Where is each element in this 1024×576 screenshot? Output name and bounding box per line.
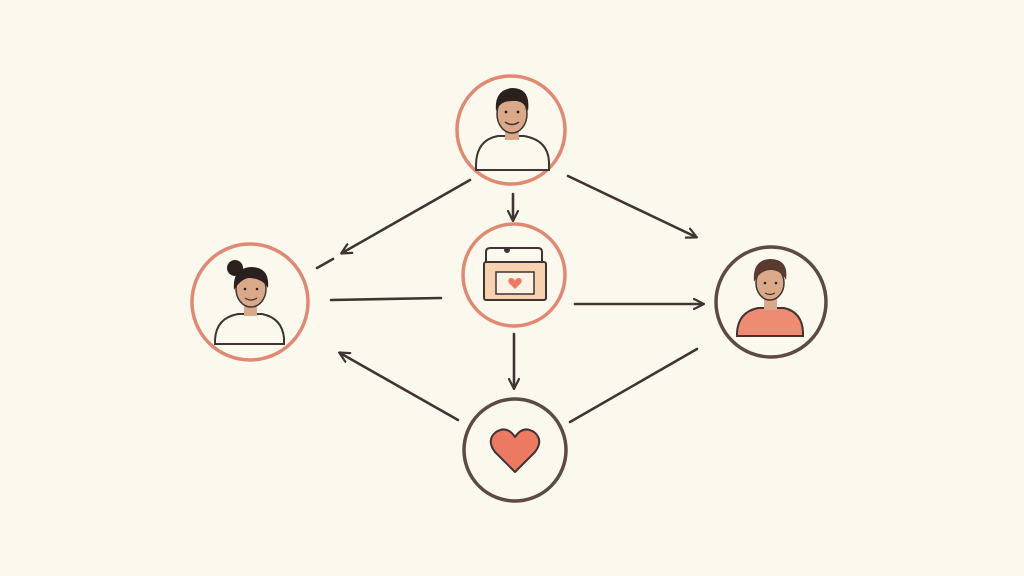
edge-right-to-bottom [568,347,699,424]
heart-icon [489,428,541,473]
node-person-right [714,245,828,359]
folder-heart-icon [483,247,547,301]
person-icon [475,88,550,171]
connectors [315,174,703,424]
node-folder-center [461,222,567,328]
edge-bottom-to-left [340,353,460,422]
edge-top-to-right [566,174,696,237]
person-icon [736,259,804,337]
edge-top-to-left [342,178,472,253]
person-bun-icon [214,260,285,345]
edge-top-to-left-tail [315,257,335,270]
node-person-top [455,74,567,186]
node-person-left [190,242,310,362]
edge-left-to-center [329,296,443,302]
node-heart-bottom [462,397,568,503]
